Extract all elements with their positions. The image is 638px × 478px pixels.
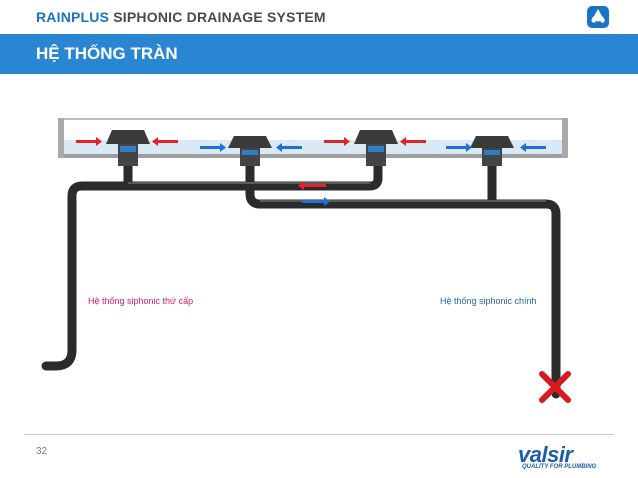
roof-outlet-icon [470, 136, 514, 166]
header: RAINPLUS SIPHONIC DRAINAGE SYSTEM [0, 0, 638, 34]
blocked-x-icon [539, 371, 571, 403]
page-number: 32 [36, 446, 48, 457]
logo-tagline: QUALITY FOR PLUMBING [522, 464, 597, 470]
pipe-network [41, 161, 561, 399]
brand-subtitle: SIPHONIC DRAINAGE SYSTEM [113, 9, 326, 25]
brand-name: RAINPLUS [36, 9, 110, 25]
roof-outlet-icon [228, 136, 272, 166]
roof-outlet-icon [354, 130, 398, 166]
secondary-system-label: Hệ thống siphonic thứ cấp [88, 296, 194, 306]
roof-outlet-icon [106, 130, 150, 166]
flow-arrow-icon [76, 137, 546, 152]
roof-gutter [58, 118, 568, 158]
valsir-logo: valsir QUALITY FOR PLUMBING [518, 442, 610, 472]
flow-arrow-icon [298, 181, 330, 206]
footer-divider [24, 434, 614, 435]
title-bar: HỆ THỐNG TRÀN [0, 34, 638, 74]
slide-title: HỆ THỐNG TRÀN [36, 44, 178, 63]
logo-name: valsir [518, 442, 573, 467]
brand-title: RAINPLUS SIPHONIC DRAINAGE SYSTEM [36, 9, 326, 25]
water-drops-icon [587, 6, 609, 28]
siphonic-diagram [0, 74, 638, 434]
primary-system-label: Hệ thống siphonic chính [440, 296, 537, 306]
